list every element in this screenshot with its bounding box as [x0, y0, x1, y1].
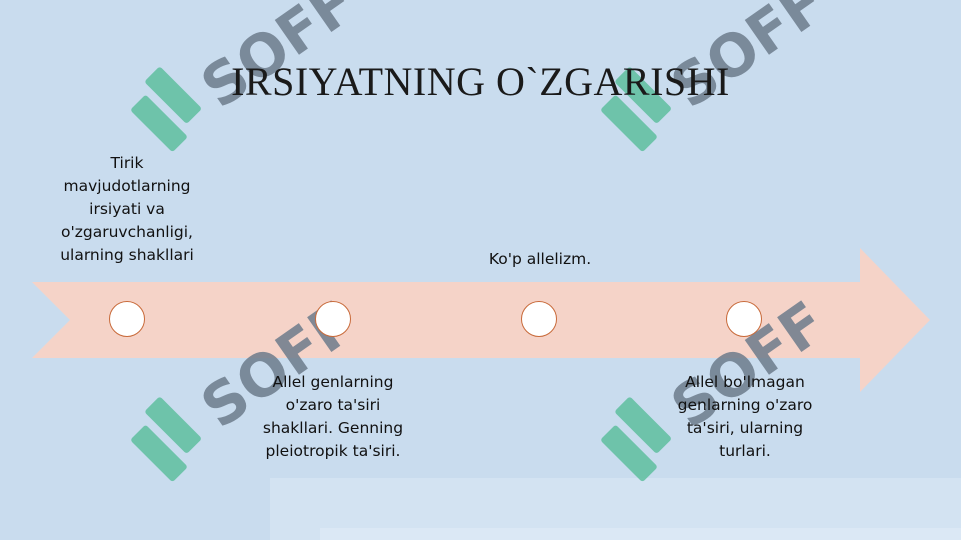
soff-watermark-logo: SOFF [131, 0, 368, 152]
timeline-item-label: Allel genlarning o'zaro ta'siri shakllar… [262, 373, 404, 460]
timeline-node [521, 301, 557, 337]
timeline-item-label: Tirik mavjudotlarning irsiyati va o'zgar… [60, 154, 194, 264]
slide-title: IRSIYATNING O`ZGARISHI [231, 59, 730, 104]
soff-watermark-logo: SOFF [601, 0, 838, 152]
timeline-item-label: Ko'p allelizm. [488, 250, 592, 268]
timeline-node [726, 301, 762, 337]
timeline-item-label: Allel bo'lmagan genlarning o'zaro ta'sir… [677, 373, 813, 460]
timeline-node [109, 301, 145, 337]
timeline-node [315, 301, 351, 337]
background-band [320, 528, 961, 540]
